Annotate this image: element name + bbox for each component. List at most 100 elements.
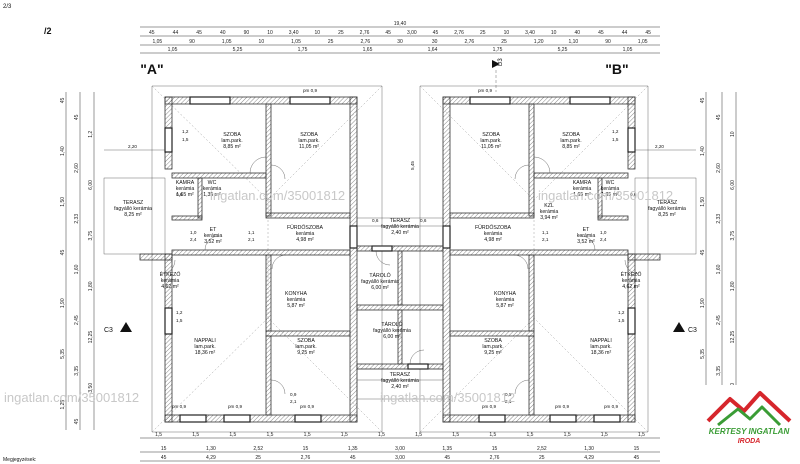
bottom-dim-2: 2,52 bbox=[253, 446, 263, 452]
window-width: 1,0 bbox=[190, 230, 197, 235]
top-dim-1: 25 bbox=[338, 30, 344, 36]
right-dim: 3,75 bbox=[730, 231, 736, 241]
room-name: WC bbox=[606, 180, 615, 186]
room-area: 9,25 m² bbox=[484, 350, 502, 356]
room-finish: kerámia bbox=[540, 209, 559, 215]
left-dim: 1,90 bbox=[60, 298, 66, 308]
sill-label: pm 0,9 bbox=[300, 404, 314, 409]
bottom-dim-1: 1,5 bbox=[564, 432, 571, 438]
top-dim-3: 1,65 bbox=[363, 47, 373, 53]
bottom-dim-1: 1,5 bbox=[229, 432, 236, 438]
top-dim-1: 3,40 bbox=[525, 30, 535, 36]
room-finish: kerámia bbox=[577, 233, 596, 239]
room-name: TERASZ bbox=[123, 200, 143, 206]
left-dim: 1,25 bbox=[60, 400, 66, 410]
top-dim-1: 45 bbox=[598, 30, 604, 36]
room-area: 5,87 m² bbox=[287, 303, 305, 309]
right-dim: 1,80 bbox=[730, 281, 736, 291]
section-c3-right: C3 bbox=[688, 327, 697, 334]
room-name: ET bbox=[210, 227, 217, 233]
right-dim: 12,25 bbox=[730, 331, 736, 344]
right-dimensions: 4545101,402,606,001,502,333,75451,601,80… bbox=[700, 92, 737, 430]
room-finish: kerámia bbox=[622, 278, 641, 284]
top-dim-1: 40 bbox=[574, 30, 580, 36]
bottom-dim-3: 2,76 bbox=[490, 455, 500, 461]
door-height: 2,1 bbox=[248, 237, 255, 242]
section-c3-arrow-right bbox=[673, 322, 685, 332]
window-height: 1,5 bbox=[176, 318, 183, 323]
room-name: ET bbox=[583, 227, 590, 233]
left-dim: 45 bbox=[60, 97, 66, 103]
section-c3-left: C3 bbox=[104, 327, 113, 334]
bottom-dim-3: 2,76 bbox=[301, 455, 311, 461]
room-area: 3,94 m² bbox=[540, 215, 558, 221]
room-finish: lam.park. bbox=[295, 344, 316, 350]
room-area: 4,62 m² bbox=[161, 284, 179, 290]
bottom-dim-2: 1,35 bbox=[442, 446, 452, 452]
top-dim-1: 90 bbox=[244, 30, 250, 36]
right-dim: 45 bbox=[716, 114, 722, 120]
room-area: 1,65 m² bbox=[573, 192, 591, 198]
room-finish: lam.park. bbox=[560, 138, 581, 144]
right-dim: 2,45 bbox=[716, 315, 722, 325]
top-dim-1: 2,76 bbox=[360, 30, 370, 36]
room-name: TERASZ bbox=[390, 218, 410, 224]
left-dim: 1,2 bbox=[88, 131, 94, 138]
window-width: 1,0 bbox=[600, 230, 607, 235]
logo-line1: KERTESY INGATLAN bbox=[709, 427, 790, 436]
left-dim: 2,33 bbox=[74, 214, 80, 224]
bottom-dim-2: 15 bbox=[303, 446, 309, 452]
room-finish: kerámia bbox=[601, 186, 620, 192]
window-width: 1,2 bbox=[618, 310, 625, 315]
top-dim-2: 30 bbox=[432, 39, 438, 45]
room-finish: kerámia bbox=[496, 297, 515, 303]
room-area: 3,52 m² bbox=[577, 239, 595, 245]
terrace-depth: 2,20 bbox=[655, 144, 664, 149]
room-area: 1,35 m² bbox=[203, 192, 221, 198]
left-dim: 1,50 bbox=[60, 197, 66, 207]
bottom-dim-2: 3,00 bbox=[395, 446, 405, 452]
room-finish: kerámia bbox=[204, 233, 223, 239]
section-d3-label: D3 bbox=[498, 58, 504, 66]
room-name: NAPPALI bbox=[194, 338, 216, 344]
bottom-dim-1: 1,5 bbox=[341, 432, 348, 438]
sheet-number: 2/3 bbox=[3, 4, 12, 10]
room-name: WC bbox=[208, 180, 217, 186]
top-dim-3: 1,75 bbox=[493, 47, 503, 53]
room-finish: kerámia bbox=[296, 231, 315, 237]
section-markers: C3 C3 D3 bbox=[104, 58, 697, 334]
room-area: 11,05 m² bbox=[481, 144, 501, 150]
door-height: 2,1 bbox=[542, 237, 549, 242]
room-finish: lam.park. bbox=[482, 344, 503, 350]
room-finish: kerámia bbox=[573, 186, 592, 192]
right-dim: 1,60 bbox=[716, 264, 722, 274]
sill-label: pm 0,9 bbox=[303, 88, 317, 93]
room-name: KZL bbox=[544, 203, 554, 209]
top-dim-1: 25 bbox=[480, 30, 486, 36]
right-dim: 5,35 bbox=[700, 349, 706, 359]
window-dim: 0,6 bbox=[176, 192, 183, 197]
room-area: 6,00 m² bbox=[371, 285, 389, 291]
room-name: SZOBA bbox=[484, 338, 502, 344]
top-dim-2: 1,10 bbox=[568, 39, 578, 45]
room-area: 2,40 m² bbox=[391, 230, 409, 236]
top-dim-1: 45 bbox=[645, 30, 651, 36]
room-area: 1,65 m² bbox=[176, 192, 194, 198]
room-name: FÜRDŐSZOBA bbox=[287, 224, 324, 231]
left-dim: 12,25 bbox=[88, 331, 94, 344]
bottom-dim-1: 1,5 bbox=[489, 432, 496, 438]
bottom-dim-3: 45 bbox=[444, 455, 450, 461]
top-dim-1: 2,76 bbox=[454, 30, 464, 36]
top-dim-2: 25 bbox=[501, 39, 507, 45]
window-height: 1,5 bbox=[618, 318, 625, 323]
bottom-dim-3: 45 bbox=[634, 455, 640, 461]
left-dim: 45 bbox=[74, 114, 80, 120]
room-area: 5,87 m² bbox=[496, 303, 514, 309]
watermark-text: ingatlan.com/35001812 bbox=[380, 390, 515, 405]
